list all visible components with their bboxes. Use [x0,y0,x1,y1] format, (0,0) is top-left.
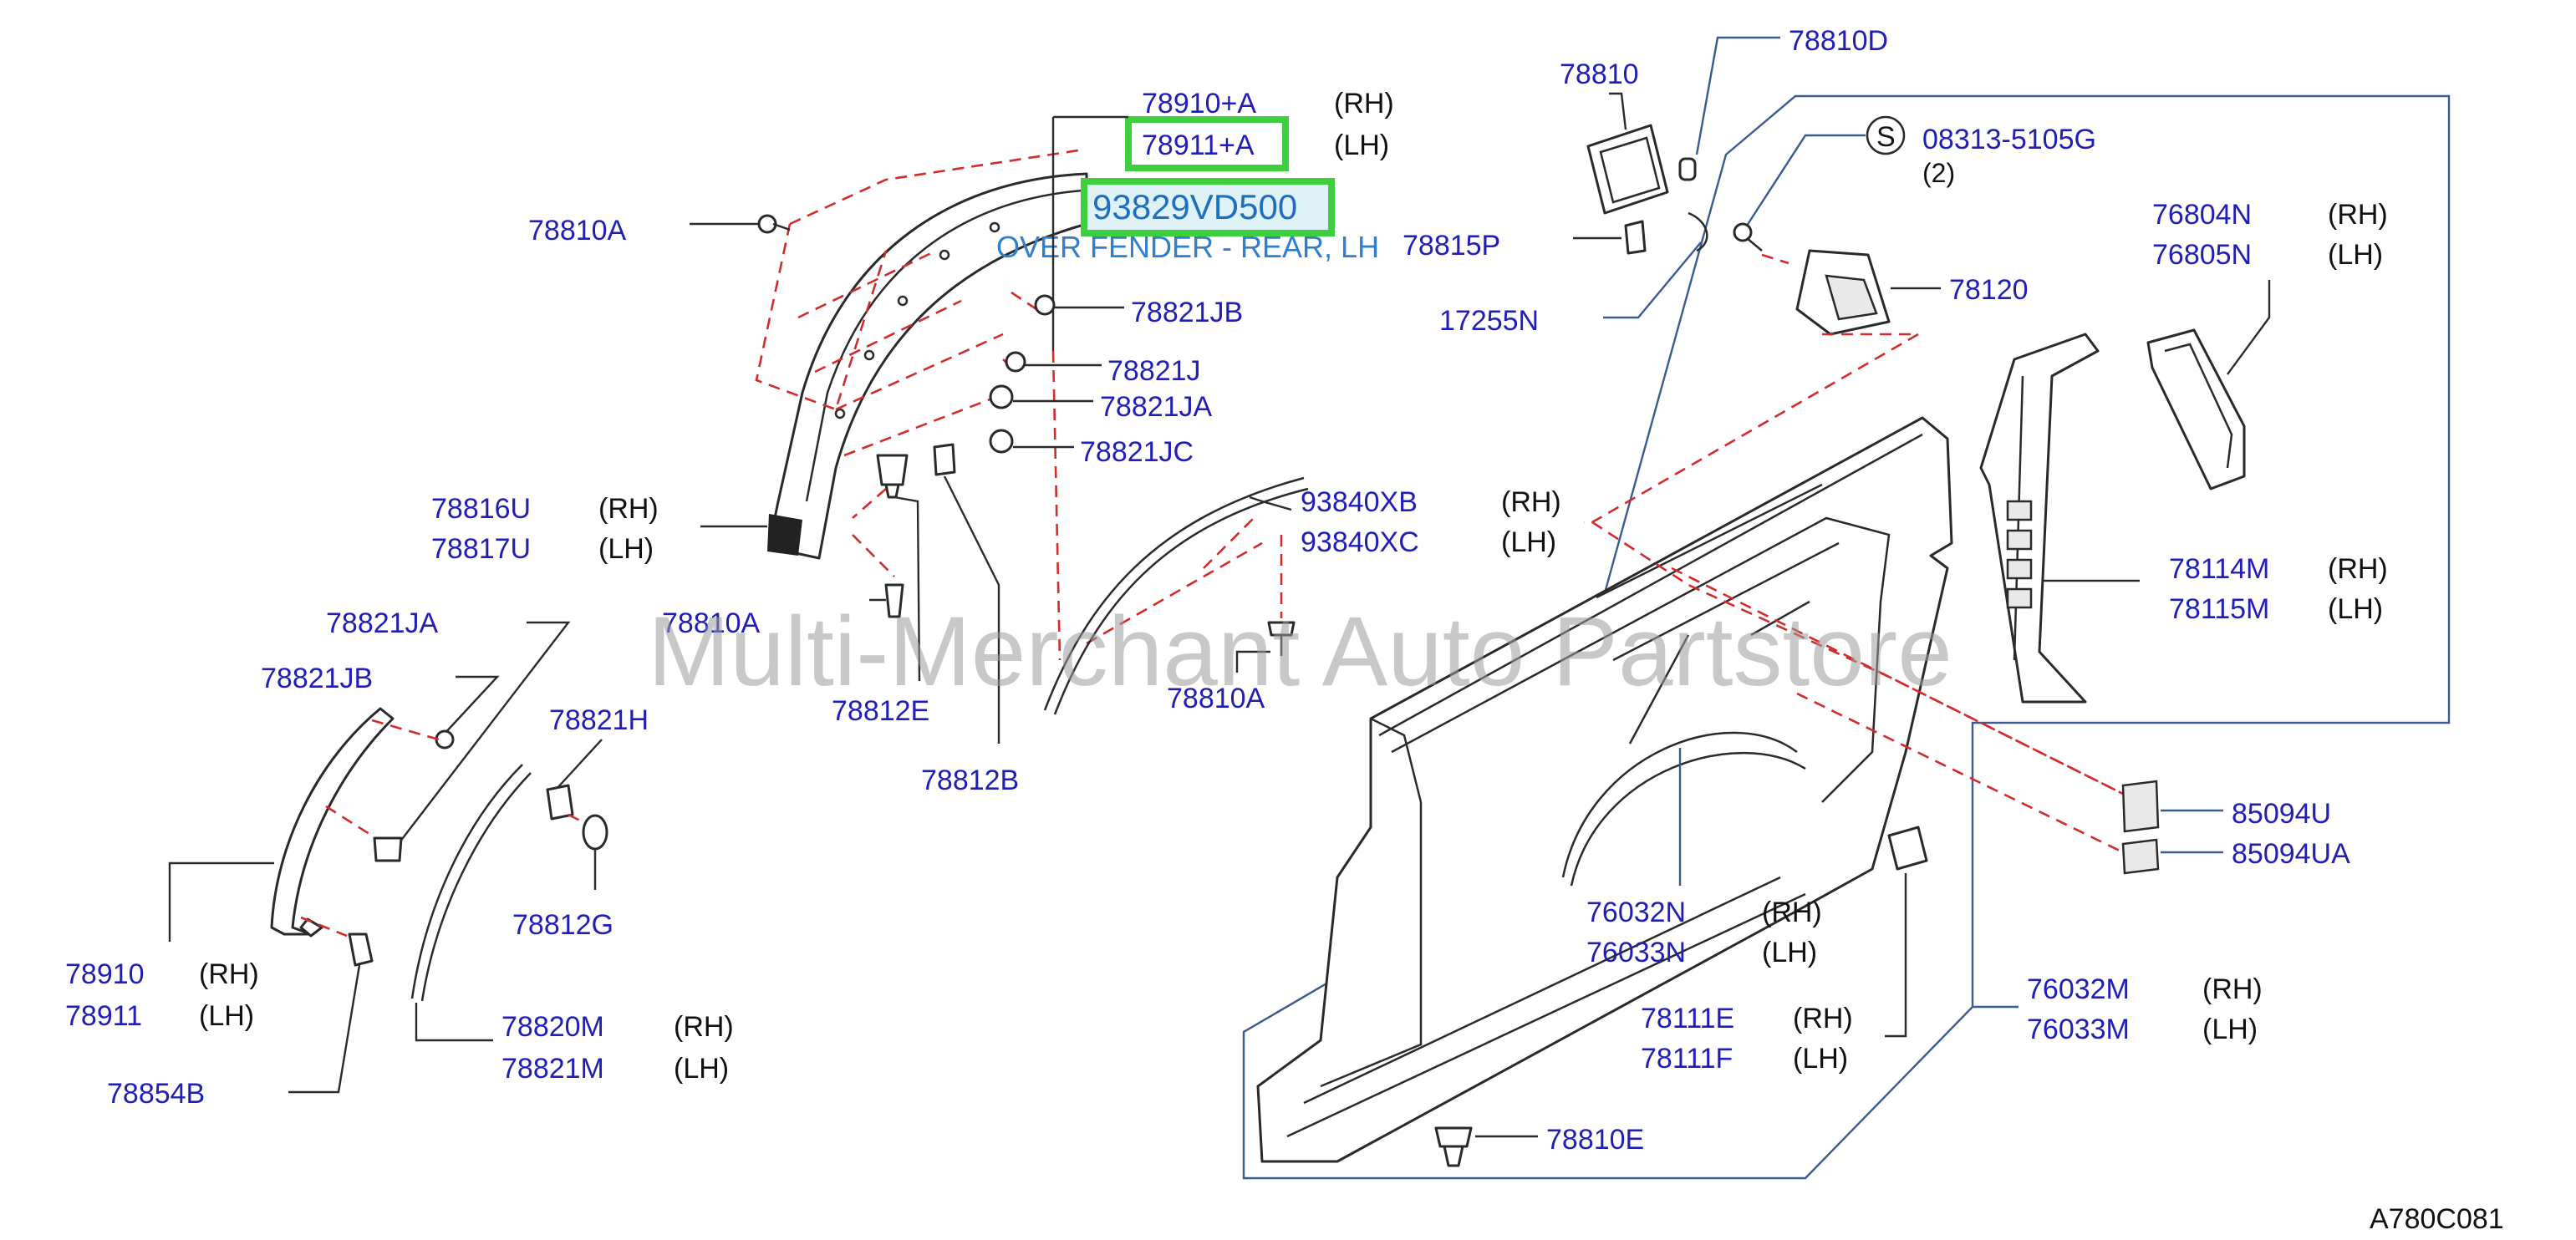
label-85094UA: 85094UA [2232,838,2350,870]
retainer-clip-icon [876,443,956,618]
label-78820M: 78820M [501,1011,604,1043]
side-rh: (RH) [199,958,259,990]
screw-symbol-circle [1866,115,1906,155]
label-78810A-top: 78810A [528,215,627,246]
wheel-arch-molding-left [270,707,395,938]
screw-symbol: S [1876,121,1896,153]
label-76805N: 76805N [2152,239,2252,271]
label-78810E: 78810E [1546,1124,1644,1156]
label-08313-5105G: 08313-5105G [1922,124,2096,155]
side-lh: (LH) [2328,239,2383,271]
label-78854B: 78854B [107,1078,205,1110]
label-78812E: 78812E [832,695,929,727]
label-78821JB-top: 78821JB [1131,297,1243,328]
side-rh: (RH) [1762,897,1822,928]
drawing-code: A780C081 [2370,1203,2504,1235]
side-lh: (LH) [2202,1014,2258,1045]
label-76033M: 76033M [2027,1014,2130,1045]
label-76032M: 76032M [2027,973,2130,1005]
spring-icon [1688,211,1708,252]
plug-icon [582,814,608,851]
clip-icon [348,729,455,967]
wheel-arch-trim-strip [410,764,532,1002]
label-78114M: 78114M [2169,553,2269,585]
label-78111F: 78111F [1641,1043,1733,1075]
side-rh: (RH) [2202,973,2263,1005]
side-lh: (LH) [1762,937,1817,968]
label-08313-qty: (2) [1922,158,1955,188]
label-78821M: 78821M [501,1053,604,1085]
label-78810A-low: 78810A [1167,683,1265,714]
label-76804N: 76804N [2152,199,2252,231]
label-78120: 78120 [1949,274,2029,306]
highlight-box-78911A [1125,116,1289,171]
side-rh: (RH) [598,493,659,525]
side-rh: (RH) [2328,199,2388,231]
screw-icon [757,214,791,234]
label-78810: 78810 [1560,58,1639,90]
side-lh: (LH) [2328,593,2383,625]
highlight-part-number: 93829VD500 [1092,187,1297,226]
rear-pillar-panel [1979,333,2100,704]
label-93840XB: 93840XB [1301,486,1418,518]
bumper-icon [1678,157,1697,181]
side-rh: (RH) [1793,1003,1853,1034]
label-78821H: 78821H [549,704,649,736]
side-rh: (RH) [2328,553,2388,585]
label-78812G: 78812G [512,909,613,941]
label-78821JB-left: 78821JB [261,663,373,694]
label-78816U: 78816U [431,493,531,525]
label-78911: 78911 [65,1000,142,1032]
label-78821JC: 78821JC [1080,436,1194,468]
watermark: Multi-Merchant Auto Partstore [648,597,1952,707]
label-85094U: 85094U [2232,798,2331,830]
clip-icon [1624,220,1647,255]
label-78910: 78910 [65,958,145,990]
screw-icon [1733,222,1763,252]
label-78910A: 78910+A [1142,88,1256,119]
bracket-icon [1887,826,1928,871]
side-lh: (LH) [598,533,654,565]
side-lh: (LH) [1793,1043,1848,1075]
label-78821JA-left: 78821JA [326,607,439,639]
clip-icon [1434,1126,1473,1167]
clip-icon [546,784,574,821]
highlight-description: OVER FENDER - REAR, LH [996,230,1379,264]
fender-assembly-dashes [755,149,1263,661]
highlight-fill [1084,181,1331,233]
clip-icon [989,294,1056,454]
side-rh: (RH) [674,1011,734,1043]
gusset-panel [2146,328,2246,490]
label-78810D: 78810D [1789,25,1888,57]
side-lh: (LH) [199,1000,254,1032]
highlighted-part: 93829VD500 OVER FENDER - REAR, LH [996,116,1379,264]
label-78812B: 78812B [921,765,1019,796]
side-rh: (RH) [1334,88,1394,119]
label-76033N: 76033N [1586,937,1686,968]
rear-side-panel [1256,416,1953,1163]
label-78810A-mid: 78810A [662,607,761,639]
side-lh: (LH) [1501,526,1556,558]
fuel-filler-base [1795,249,1891,336]
over-fender-rear [767,172,1088,560]
label-17255N: 17255N [1439,305,1539,337]
fuel-filler-lid [1586,124,1669,215]
label-78821J: 78821J [1107,355,1201,387]
label-78817U: 78817U [431,533,531,565]
label-93840XC: 93840XC [1301,526,1419,558]
side-rh: (RH) [1501,486,1561,518]
label-78815P: 78815P [1403,230,1500,262]
label-patch-icon [2121,780,2160,875]
fender-liner-strip [1043,476,1309,715]
label-78821JA-top: 78821JA [1100,391,1213,423]
side-lh: (LH) [674,1053,729,1085]
screw-icon [1267,621,1296,656]
label-78115M: 78115M [2169,593,2269,625]
label-78111E: 78111E [1641,1003,1734,1034]
highlight-box-part-number [1081,178,1335,236]
label-76032N: 76032N [1586,897,1686,928]
side-lh: (LH) [1334,130,1389,161]
label-78911A: 78911+A [1142,130,1255,161]
